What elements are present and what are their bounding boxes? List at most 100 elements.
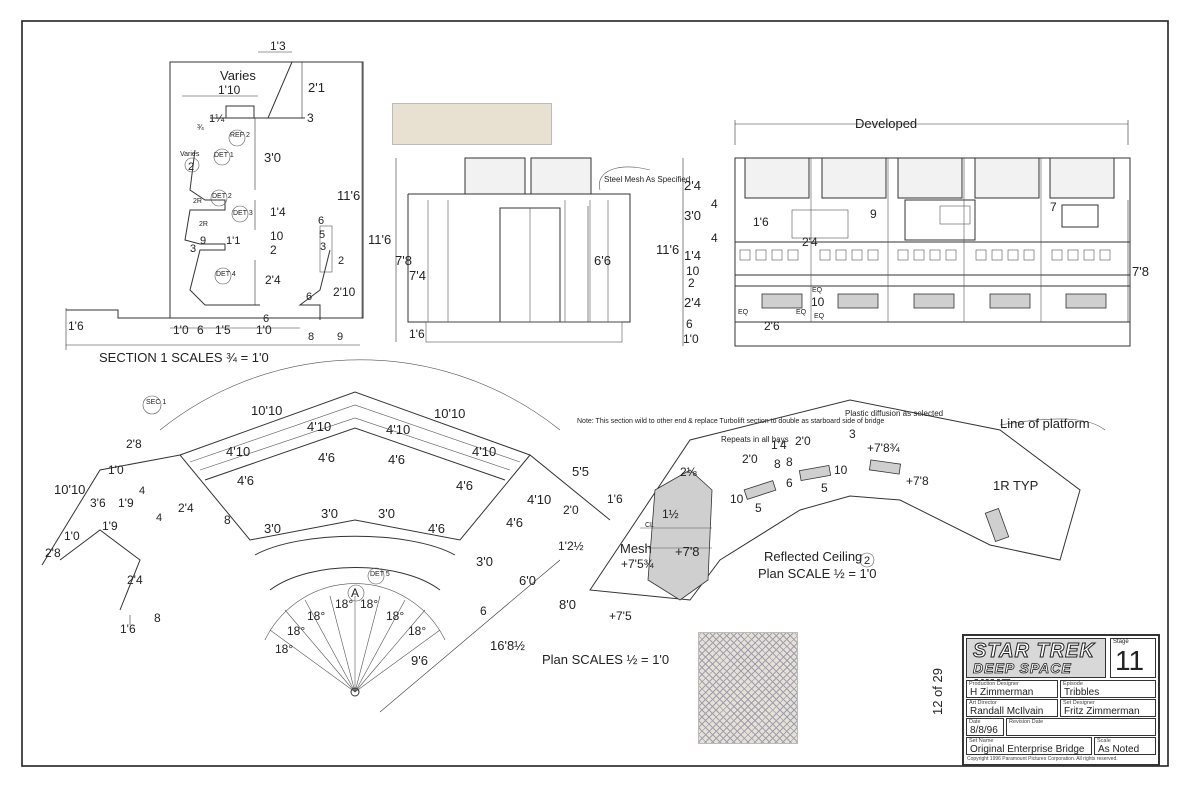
ceil-dim-8: 1'4 — [771, 438, 787, 452]
ceil-dim-15: 6 — [786, 476, 793, 490]
section-dim-25: 3 — [320, 241, 326, 253]
section-dim-17: 2R — [199, 221, 208, 228]
dev-dim-9: 11'6 — [656, 242, 679, 257]
plan-det-label: DET 5 — [370, 571, 390, 578]
title-block: STAR TREK DEEP SPACE NINE Stage 11 Produ… — [962, 634, 1160, 766]
section-caption: SECTION 1 SCALES ¾ = 1'0 — [99, 350, 269, 365]
line-of-platform: Line of platform — [1000, 416, 1090, 431]
star-trek-logo: STAR TREK DEEP SPACE NINE — [966, 638, 1106, 692]
date: 8/8/96 — [970, 725, 998, 736]
ceil-dim-10: 3 — [849, 427, 856, 441]
plan-dim-8: 4'6 — [388, 452, 405, 467]
section-det1: DET 1 — [214, 152, 234, 159]
copyright: Copyright 1996 Paramount Pictures Corpor… — [967, 756, 1118, 762]
section-dim-24: 2 — [270, 243, 277, 257]
stage-box: Stage 11 — [1110, 638, 1156, 678]
section-dim-9: 2 — [188, 161, 194, 173]
ceil-dim-3: 1½ — [662, 507, 679, 521]
plan-dim-33: 3'0 — [476, 554, 493, 569]
section-dim-4: 2'1 — [308, 80, 325, 95]
ceil-dim-18: 5 — [755, 501, 762, 515]
plan-dim-23: 3'0 — [378, 506, 395, 521]
section-dim-12: 11'6 — [337, 188, 360, 203]
dev-dim-11: 10 — [686, 264, 700, 278]
section-dim-5: 1¼ — [209, 113, 225, 125]
ceil-dim-1: 1'6 — [607, 492, 623, 506]
scale-label: Scale — [1097, 738, 1111, 744]
plan-dim-17: 2'4 — [178, 501, 194, 515]
dev-dim-5: 9 — [870, 207, 877, 221]
section-dim-37: 8 — [308, 331, 314, 343]
plan-dim-11: 4'6 — [237, 473, 254, 488]
ceiling-caption-1: Reflected Ceiling — [764, 549, 862, 564]
dev-dim-7: 2'4 — [802, 235, 818, 249]
section-dim-2: Varies — [220, 68, 256, 83]
section-det3: DET 3 — [233, 210, 253, 217]
dev-dim-16: 6 — [686, 317, 693, 331]
stage-label: Stage — [1113, 639, 1129, 645]
dev-dim-8: 7 — [1050, 200, 1057, 214]
plan-dim-21: 3'0 — [264, 521, 281, 536]
section-dim-34: 6 — [197, 323, 204, 337]
plan-dim-28: 4'6 — [428, 521, 445, 536]
ceil-dim-6: +7'5 — [609, 609, 632, 623]
plan-center-label: A — [351, 586, 359, 600]
steel-mesh-line: Steel Mesh As Specified — [604, 175, 690, 184]
plan-note-text: Note: This section wild to other end & r… — [577, 418, 884, 425]
section-dim-6: 3 — [307, 111, 314, 125]
dev-dim-6: 4 — [711, 231, 718, 245]
date-label: Date — [969, 719, 981, 725]
section-dim-19: 3 — [190, 243, 196, 255]
dev-dim-10: 1'4 — [684, 248, 701, 263]
plan-dim-3: 4'10 — [307, 419, 331, 434]
episode-cell: Episode Tribbles — [1060, 680, 1156, 698]
ceil-dim-12: 8 — [774, 457, 781, 471]
plan-dim-13: 10'10 — [54, 482, 85, 497]
dev-eq-2: EQ — [796, 309, 807, 316]
set-designer-label: Set Designer — [1063, 700, 1095, 706]
ceil-dim-11: +7'8¾ — [867, 441, 901, 455]
sheet-count: 12 of 29 — [930, 668, 945, 715]
scale-cell: Scale As Noted — [1094, 737, 1156, 755]
stage-value: 11 — [1115, 645, 1145, 676]
plan-dim-38: 1'6 — [120, 622, 136, 636]
section-dim-21: 1'1 — [226, 235, 240, 247]
dev-dim-17: 1'0 — [683, 332, 699, 346]
ceiling-plan-drawing: Line of platform Plastic diffusion as se… — [589, 399, 1106, 623]
elevation-drawing: Steel Mesh As Specified 11'6 7'8 7'4 6'6… — [368, 157, 690, 343]
plan-dim-35: 6'0 — [519, 573, 536, 588]
set-designer-cell: Set Designer Fritz Zimmerman — [1060, 699, 1156, 717]
dev-eq-4: EQ — [814, 313, 825, 320]
ceil-dim-5: +7'5¾ — [621, 557, 655, 571]
plan-dim-16: 4 — [139, 485, 145, 497]
cl-label: CL — [645, 522, 654, 529]
dev-dim-4: 1'6 — [753, 215, 769, 229]
production-designer-cell: Production Designer H Zimmerman — [966, 680, 1058, 698]
section-det4: DET 4 — [216, 271, 236, 278]
plan-dim-26: 1'9 — [102, 519, 118, 533]
plan-dim-40: 16'8½ — [490, 638, 525, 653]
section-varies: Varies — [180, 151, 200, 158]
section-dim-20: 9 — [200, 235, 206, 247]
ceil-dim-14: 10 — [834, 463, 848, 477]
section-dim-30: 6 — [306, 291, 312, 303]
plan-dim-18: 8 — [224, 513, 231, 527]
section-dim-29: 2'10 — [333, 285, 356, 299]
dev-dim-2: 4 — [711, 197, 718, 211]
art-director: Randall McIlvain — [970, 706, 1044, 717]
section-dim-11: 3'0 — [264, 150, 281, 165]
revision-cell: Revision Date — [1006, 718, 1156, 736]
section-dim-36: 1'0 — [256, 323, 272, 337]
section-dim-27: 2'4 — [265, 273, 281, 287]
episode: Tribbles — [1064, 687, 1100, 698]
dev-dim-12: 2 — [688, 276, 695, 290]
one-r-typ: 1R TYP — [993, 478, 1038, 493]
plan-dim-30: 2'8 — [45, 546, 61, 560]
plan-dim-24: 4'10 — [527, 492, 551, 507]
section-dim-22: 10 — [270, 229, 284, 243]
plan-dim-6: 4'10 — [226, 444, 250, 459]
plan-dim-29: 2'0 — [563, 503, 579, 517]
set-name-label: Set Name — [969, 738, 994, 744]
elev-dim-4: 6'6 — [594, 253, 611, 268]
